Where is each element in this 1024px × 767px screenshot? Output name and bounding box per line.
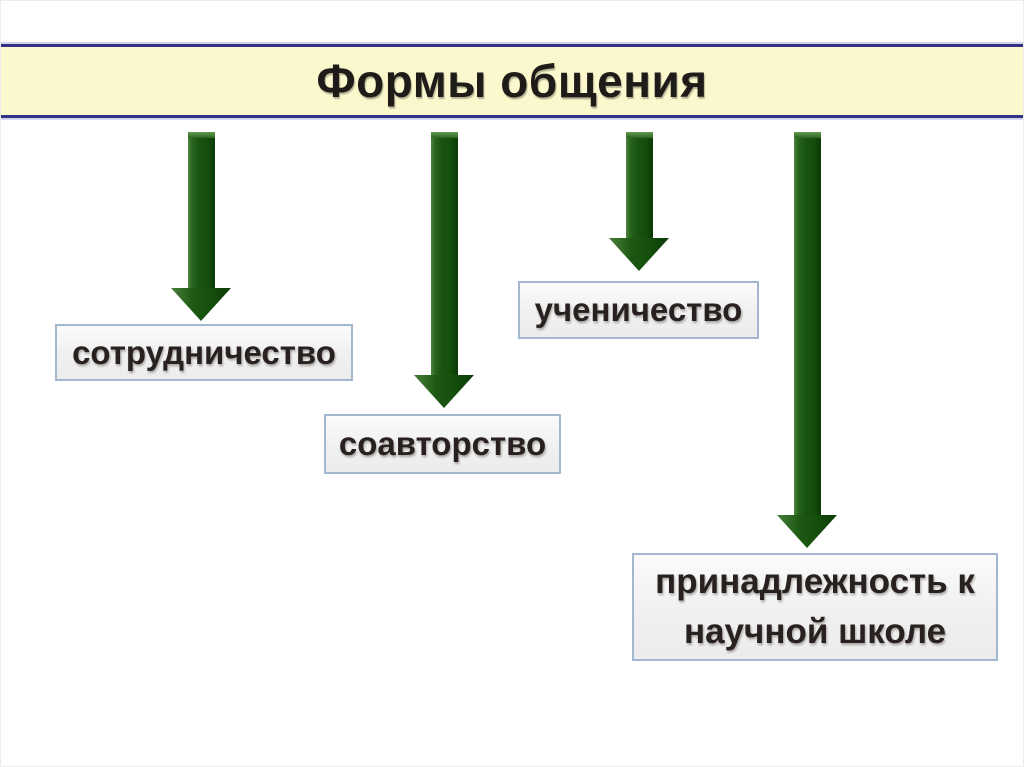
label-box-coauthorship: соавторство <box>324 414 561 474</box>
arrow-head <box>171 288 231 321</box>
down-arrow-icon-2 <box>414 132 474 408</box>
label-box-scientific-school: принадлежность к научной школе <box>632 553 998 661</box>
page-title: Формы общения <box>316 55 708 107</box>
label-box-apprenticeship: ученичество <box>518 281 759 339</box>
down-arrow-icon-3 <box>609 132 669 271</box>
down-arrow-icon-4 <box>777 132 837 548</box>
arrow-shaft <box>187 132 215 292</box>
down-arrow-icon-1 <box>171 132 231 321</box>
arrow-head <box>609 238 669 271</box>
arrow-shaft <box>430 132 458 379</box>
arrow-shaft <box>625 132 653 242</box>
arrow-head <box>777 515 837 548</box>
arrow-head <box>414 375 474 408</box>
arrow-shaft <box>793 132 821 519</box>
label-box-cooperation: сотрудничество <box>55 324 353 381</box>
title-bar: Формы общения <box>1 44 1023 118</box>
